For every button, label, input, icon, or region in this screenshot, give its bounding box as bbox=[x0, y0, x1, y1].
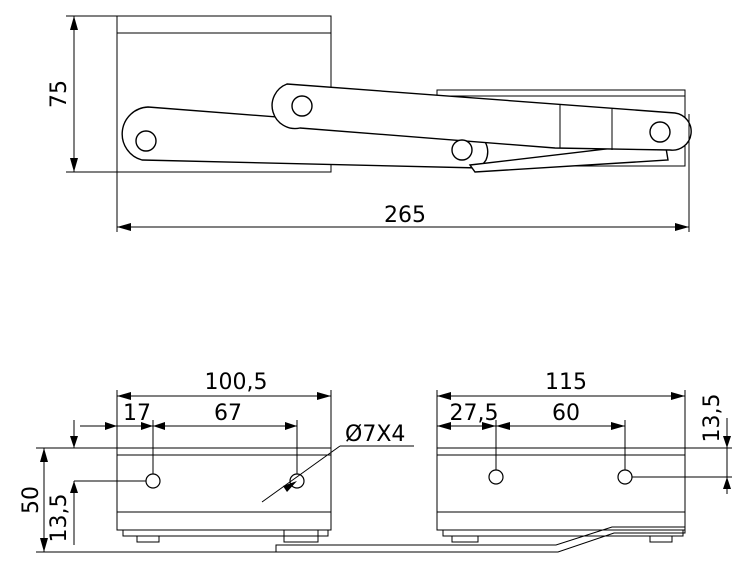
right-offset-label: 27,5 bbox=[450, 401, 499, 426]
right-plate-width-label: 115 bbox=[545, 370, 587, 395]
dim-50-arrow-bottom bbox=[40, 538, 48, 552]
top-width-label: 265 bbox=[384, 203, 426, 228]
left-offset-label: 17 bbox=[123, 401, 151, 426]
bottom-view: 100,5 17 67 Ø7X4 115 27,5 60 13, bbox=[19, 370, 732, 553]
hole-callout-label: Ø7X4 bbox=[345, 422, 405, 447]
hole-leader-arrow bbox=[283, 481, 297, 492]
top-height-label: 75 bbox=[47, 80, 72, 108]
dim-60-arrow-left bbox=[496, 422, 510, 430]
bottom-left-foot-1 bbox=[136, 535, 160, 543]
pivot-middle-icon bbox=[451, 139, 473, 161]
dim-left-13-arrow-top bbox=[70, 436, 78, 448]
right-spacing-label: 60 bbox=[552, 401, 580, 426]
bottom-right-foot-2 bbox=[649, 535, 673, 543]
bottom-offset-label: 13,5 bbox=[47, 494, 72, 543]
pivot-left-icon bbox=[135, 130, 157, 152]
dim-67-arrow-right bbox=[285, 422, 297, 430]
dim-265-arrow-left bbox=[117, 223, 131, 231]
dim-right-13-arrow-top bbox=[723, 436, 731, 448]
dim-27-arrow-left bbox=[437, 422, 451, 430]
hole-leader-line bbox=[261, 445, 341, 503]
bottom-height-label: 50 bbox=[19, 486, 44, 514]
hole-left-1-icon bbox=[145, 473, 161, 489]
bottom-right-foot-1 bbox=[451, 535, 479, 543]
dim-right-13-arrow-bottom bbox=[723, 477, 731, 489]
dim-75-arrow-bottom bbox=[70, 158, 78, 172]
dim-100-arrow-left bbox=[117, 392, 131, 400]
dim-115-arrow-right bbox=[671, 392, 685, 400]
dim-60-arrow-right bbox=[611, 422, 625, 430]
dim-100-arrow-right bbox=[317, 392, 331, 400]
dim-67-arrow-left bbox=[153, 422, 165, 430]
dim-17-arrow-left bbox=[105, 422, 117, 430]
dim-265-arrow-right bbox=[675, 223, 689, 231]
top-view: 75 265 bbox=[47, 15, 692, 232]
bottom-left-foot-2 bbox=[283, 529, 319, 543]
bottom-linkage-bar bbox=[275, 526, 686, 553]
bottom-left-rail bbox=[122, 529, 329, 537]
dim-50-arrow-top bbox=[40, 448, 48, 462]
bottom-left-plate-base bbox=[116, 511, 332, 531]
bottom-right-plate bbox=[436, 447, 686, 513]
dim-75-arrow-top bbox=[70, 16, 78, 30]
right-top-offset-label: 13,5 bbox=[700, 394, 725, 443]
hole-right-2-icon bbox=[617, 469, 633, 485]
left-spacing-label: 67 bbox=[214, 401, 242, 426]
pivot-right-icon bbox=[649, 121, 671, 143]
pivot-upper-icon bbox=[291, 95, 313, 117]
dim-115-arrow-left bbox=[437, 392, 451, 400]
left-plate-width-label: 100,5 bbox=[205, 370, 268, 395]
dim-27-arrow-right bbox=[482, 422, 496, 430]
dim-17-arrow-right bbox=[141, 422, 153, 430]
hole-right-1-icon bbox=[488, 469, 504, 485]
